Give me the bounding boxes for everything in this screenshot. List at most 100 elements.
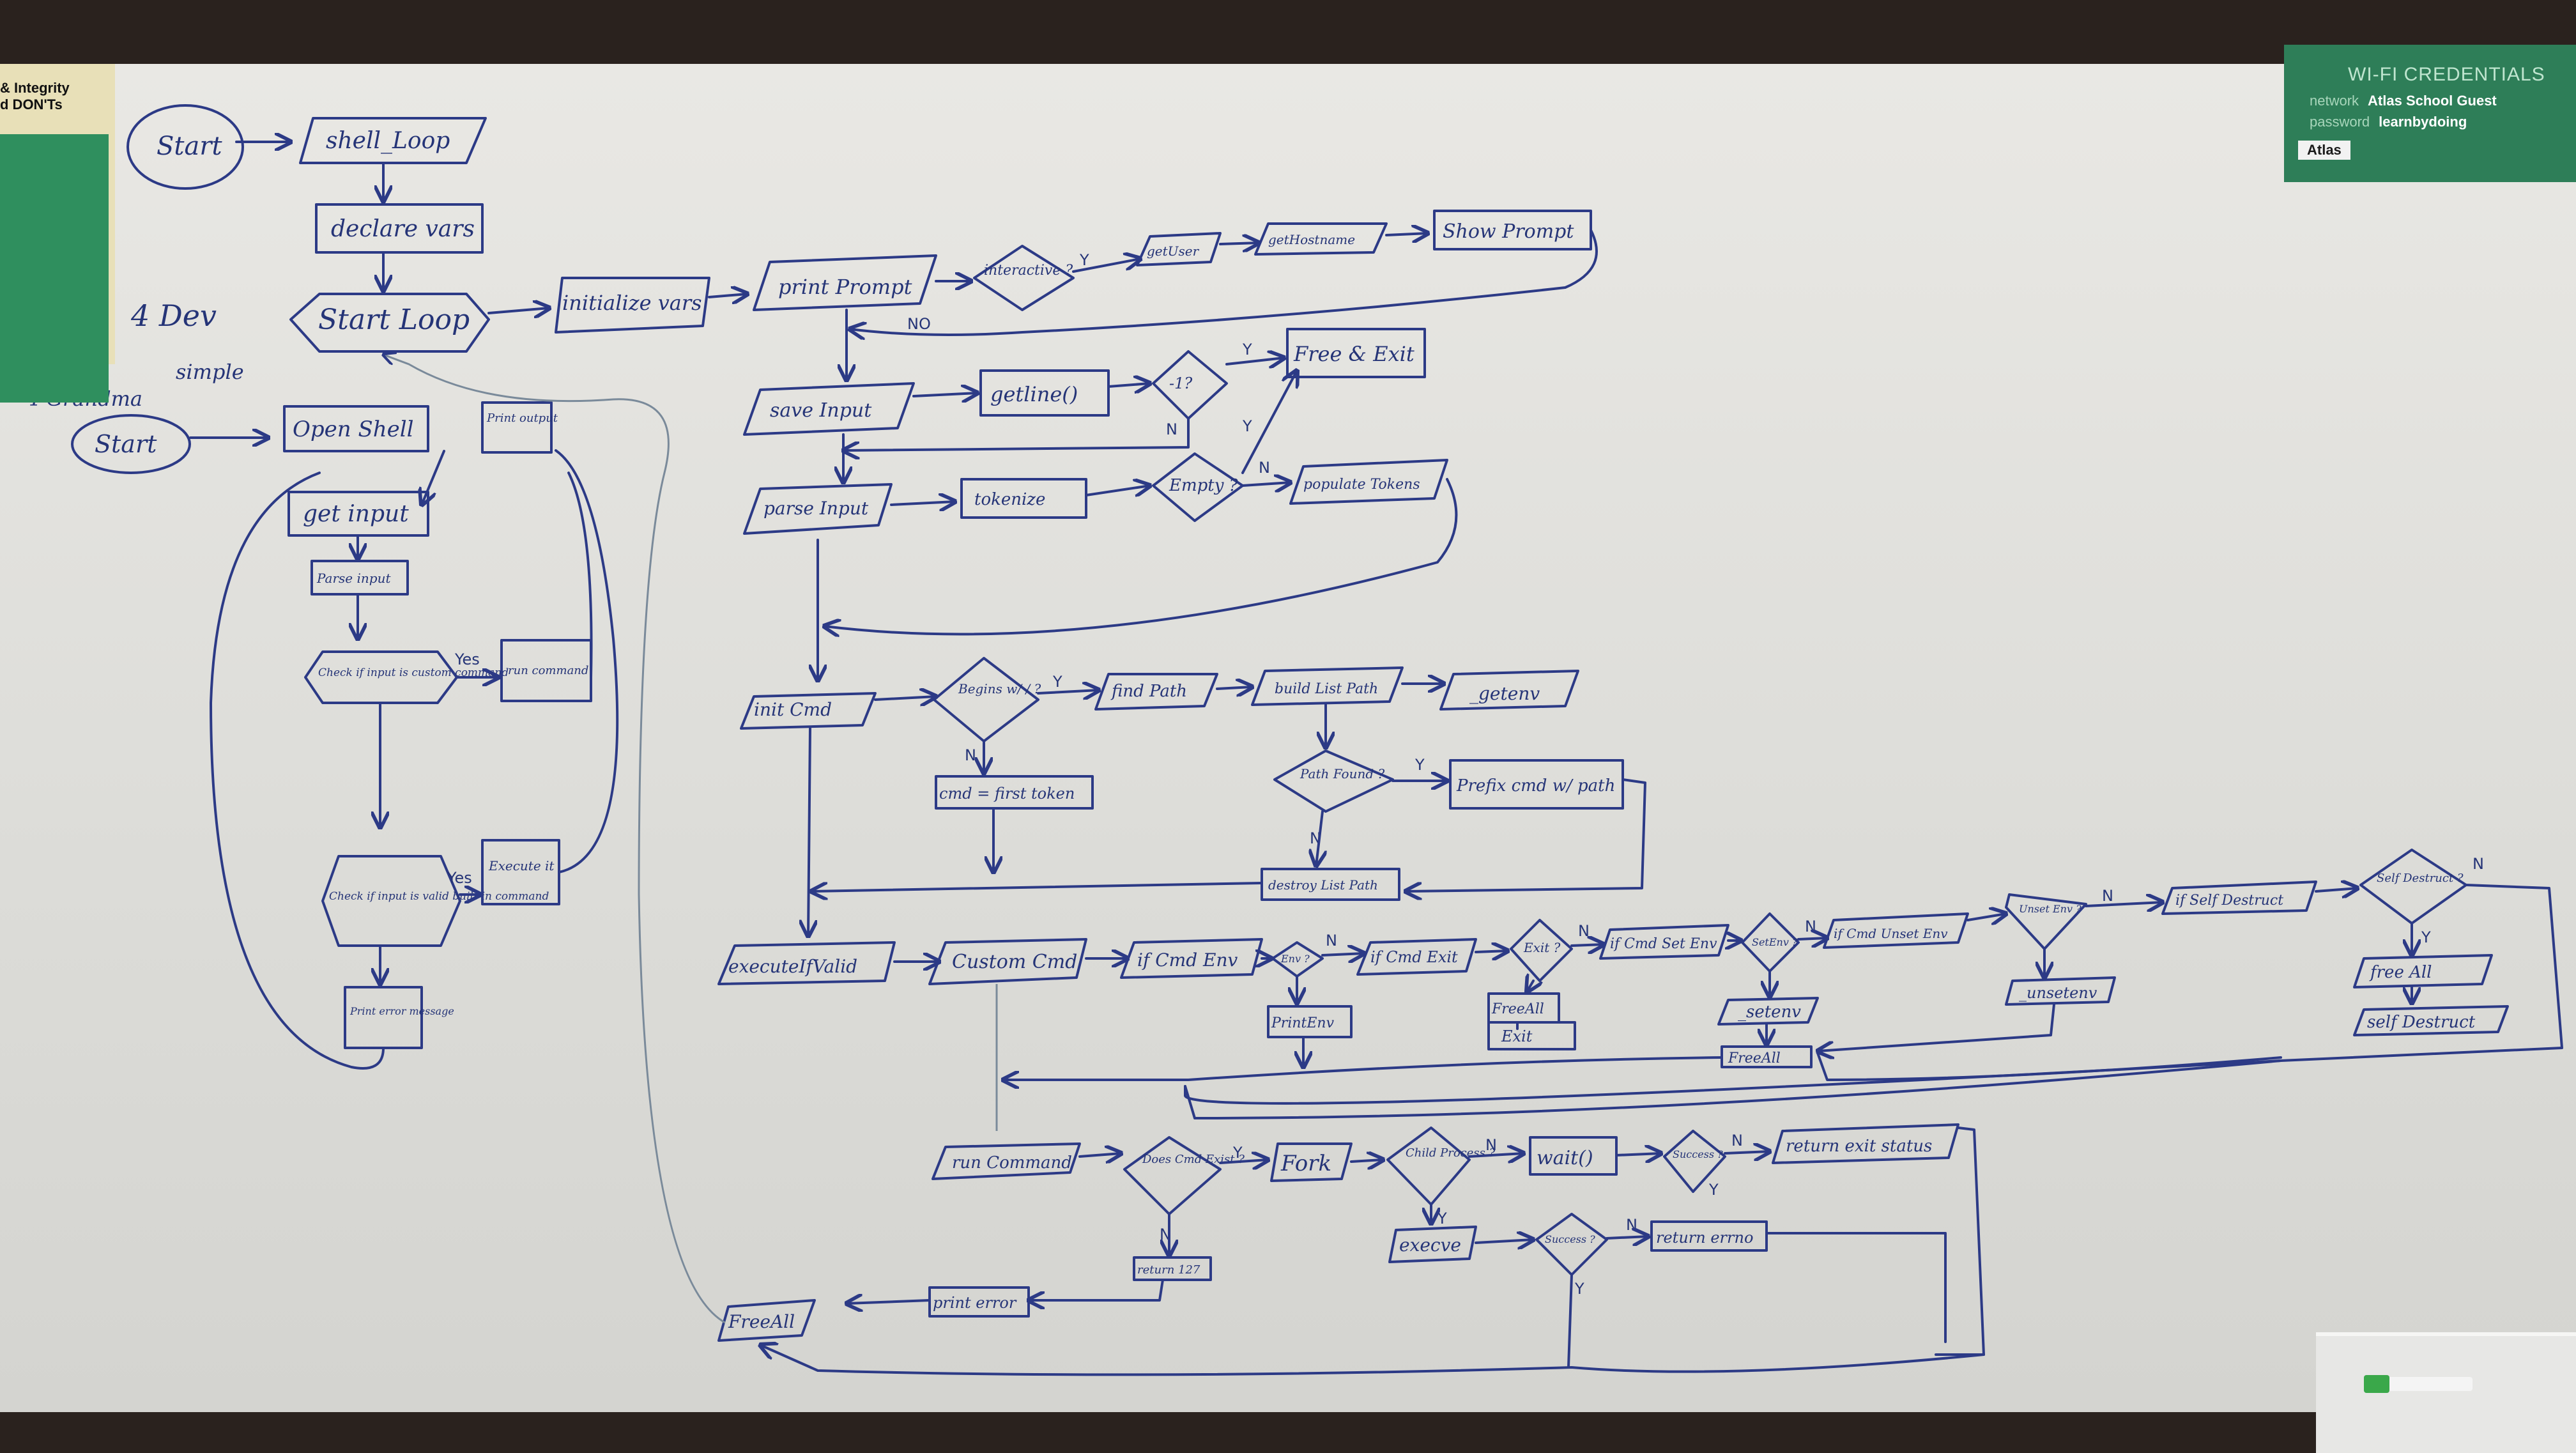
dev-cmd-first-token-label: cmd = first token [939, 785, 1075, 803]
dev-getenv-label: _getenv [1469, 683, 1540, 704]
dev-tokenize-label: tokenize [974, 490, 1045, 509]
dev-if-cmd-env-label: if Cmd Env [1137, 949, 1238, 971]
dev-execve-label: execve [1399, 1234, 1461, 1256]
sticky-note-title-line1: & Integrity [0, 80, 70, 96]
dev-fork-node [1270, 1142, 1353, 1182]
dev-free-all-1-label: FreeAll [1491, 1001, 1544, 1017]
sticky-note [0, 64, 115, 403]
simple-print-error-node [344, 986, 423, 1049]
dev-empty-node [1152, 452, 1244, 522]
dev-print-env-label: PrintEnv [1271, 1015, 1335, 1031]
dev-if-cmd-set-env-label: if Cmd Set Env [1610, 936, 1717, 952]
dev-prefix-cmd-label: Prefix cmd w/ path [1456, 776, 1615, 796]
dev-return-errno-label: return errno [1656, 1229, 1753, 1247]
dev-exit-box-label: Exit [1501, 1027, 1533, 1045]
dev-gethostname-label: getHostname [1268, 232, 1355, 247]
dev-n-set-env: N [1805, 918, 1816, 935]
dev-parse-input-label: parse Input [763, 498, 869, 519]
dev-wait-label: wait() [1537, 1147, 1593, 1169]
dev-build-list-path-label: build List Path [1275, 681, 1378, 697]
dev-if-cmd-unset-env-label: if Cmd Unset Env [1834, 926, 1948, 941]
dev-free-all-3-label: free All [2369, 963, 2432, 982]
dev-success-1-node [1663, 1130, 1726, 1193]
flowchart-diagram: Start Open Shell Print output get input … [26, 104, 2563, 1376]
dev-free-all-2-label: FreeAll [1728, 1050, 1781, 1066]
dev-execve-node [1388, 1226, 1477, 1263]
dev-begins-slash-label: Begins w/ / ? [958, 681, 1041, 696]
simple-yes-2: Yes [447, 869, 472, 887]
dev-y-begins: Y [1052, 673, 1062, 691]
dev-path-found-label: Path Found ? [1300, 766, 1385, 781]
simple-run-command-label: run command [508, 664, 588, 677]
sticky-note-green-card [0, 134, 109, 403]
dev-y-success-1: Y [1708, 1181, 1719, 1199]
simple-parse-input-node [310, 560, 409, 596]
wifi-password-value: learnbydoing [2379, 114, 2467, 130]
dev-child-process-node [1386, 1126, 1471, 1206]
note-simple: simple [176, 360, 244, 384]
dev-y-child: Y [1437, 1210, 1447, 1227]
dev-show-prompt-label: Show Prompt [1443, 220, 1574, 243]
dev-custom-cmd-label: Custom Cmd [952, 951, 1077, 973]
dev-if-cmd-exit-node [1356, 938, 1477, 976]
dev-exit-q-label: Exit ? [1523, 940, 1561, 955]
dev-save-input-node [743, 382, 915, 436]
dev-free-all-end-node [717, 1299, 816, 1342]
dev-tokenize-node [960, 478, 1087, 519]
dev-getline-label: getline() [990, 382, 1078, 406]
dev-env-q-label: Env ? [1280, 953, 1310, 965]
dev-populate-tokens-label: populate Tokens [1303, 477, 1420, 493]
dev-does-cmd-exist-label: Does Cmd Exist ? [1142, 1153, 1245, 1166]
wifi-password-label: password [2310, 114, 2370, 130]
dev-interactive-label: interactive ? [984, 263, 1073, 279]
dev-start-loop-label: Start Loop [318, 304, 470, 336]
dev-child-process-label: Child Process ? [1406, 1146, 1496, 1160]
simple-print-output-node [481, 401, 553, 454]
dev-find-path-label: find Path [1110, 682, 1187, 701]
wifi-network-label: network [2310, 93, 2359, 109]
dev-return-exit-status-node [1772, 1123, 1959, 1164]
simple-check-builtin-node [321, 855, 461, 947]
dev-interactive-node [973, 245, 1075, 311]
dev-unsetenv-node [2005, 976, 2116, 1006]
dev-initialize-vars-node [555, 277, 710, 334]
simple-yes-1: Yes [454, 650, 480, 668]
dev-exit-box-node [1487, 1021, 1576, 1050]
marker-icon [2364, 1377, 2472, 1391]
dev-print-error-label: print error [933, 1294, 1017, 1312]
dev-free-all-end-label: FreeAll [728, 1311, 795, 1332]
dev-destroy-list-path-label: destroy List Path [1268, 877, 1378, 893]
dev-run-command-label: run Command [952, 1153, 1072, 1172]
dev-set-env-q-label: SetEnv ? [1752, 936, 1798, 948]
dev-unset-env-q-label: Unset Env ? [2019, 903, 2082, 915]
dev-return-127-node [1133, 1256, 1212, 1281]
dev-shell-loop-label: shell_Loop [326, 128, 450, 154]
dev-declare-vars-node [315, 203, 484, 254]
dev-unsetenv-label: _unsetenv [2019, 984, 2097, 1002]
dev-run-command-node [931, 1142, 1081, 1180]
simple-parse-input-label: Parse input [316, 571, 391, 586]
dev-if-self-destruct-label: if Self Destruct [2175, 893, 2283, 909]
dev-build-list-path-node [1251, 666, 1404, 706]
dev-neg-one-label: -1? [1169, 374, 1192, 392]
dev-path-found-node [1273, 750, 1394, 813]
dev-cmd-first-token-node [935, 775, 1094, 810]
sticky-note-title: & Integrity d DON'Ts [0, 80, 109, 113]
dev-flow: Start shell_Loop declare vars Start Loop… [126, 104, 2563, 1376]
dev-self-destruct-q-label: Self Destruct ? [2377, 872, 2464, 885]
dev-shell-loop-node [299, 117, 487, 164]
dev-print-prompt-node [753, 254, 937, 311]
dev-does-cmd-exist-node [1123, 1136, 1222, 1215]
dev-begins-slash-node [933, 657, 1039, 742]
simple-get-input-label: get input [303, 501, 409, 527]
dev-success-1-label: Success ? [1673, 1148, 1723, 1160]
dev-y-neg-one: Y [1242, 341, 1252, 358]
dev-n-env: N [1326, 932, 1337, 949]
dev-n-empty: N [1259, 459, 1270, 477]
dev-gethostname-node [1254, 222, 1388, 256]
dev-y-path-found: Y [1414, 756, 1425, 774]
dev-n-success-2: N [1626, 1216, 1637, 1234]
dev-print-env-node [1267, 1005, 1353, 1038]
